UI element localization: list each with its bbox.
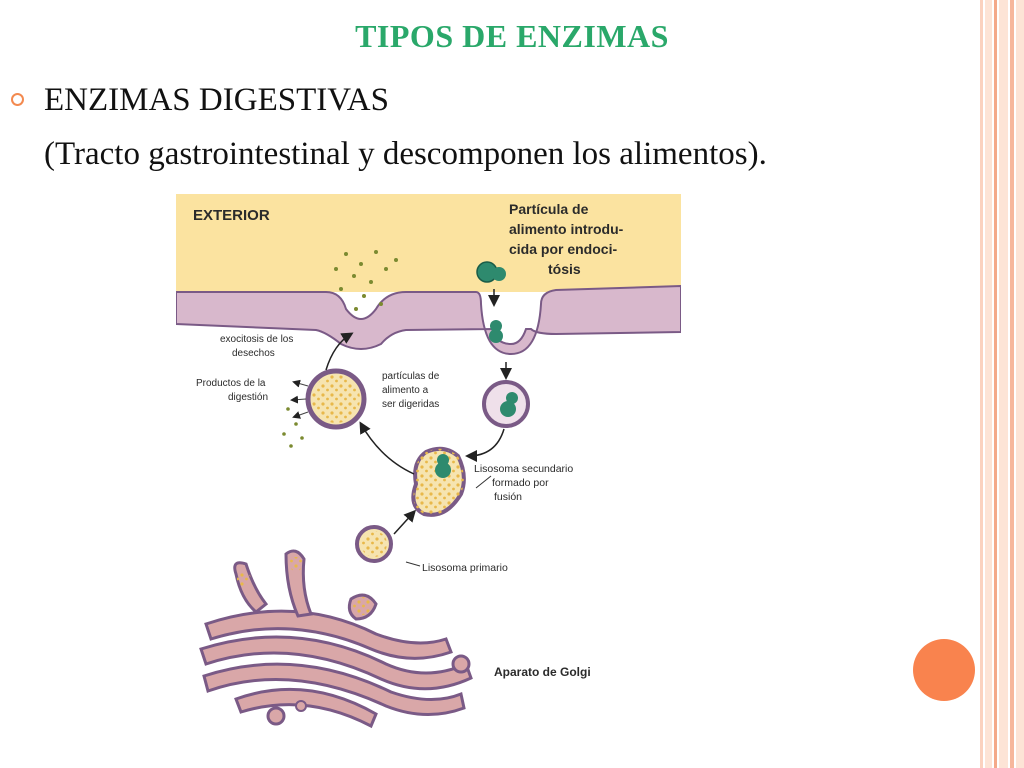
label-food-3: ser digeridas: [382, 399, 439, 410]
secondary-lysosome: [411, 446, 466, 517]
label-golgi: Aparato de Golgi: [494, 665, 591, 679]
bullet-heading: ENZIMAS DIGESTIVAS: [44, 82, 389, 118]
label-secondary-3: fusión: [494, 491, 522, 503]
label-particle-3: cida por endoci-: [509, 241, 617, 257]
golgi-apparatus: [199, 549, 473, 729]
label-particle-4: tósis: [548, 261, 581, 277]
endosome: [482, 380, 530, 428]
label-exterior: EXTERIOR: [193, 207, 270, 224]
label-food-1: partículas de: [382, 371, 440, 382]
label-secondary-1: Lisosoma secundario: [474, 463, 573, 475]
slide-title: TIPOS DE ENZIMAS: [355, 18, 669, 54]
product-dots: [282, 407, 304, 448]
label-particle-2: alimento introdu-: [509, 221, 624, 237]
label-exocytosis-2: desechos: [232, 348, 275, 359]
label-secondary-2: formado por: [492, 477, 549, 489]
debris-dots: [334, 250, 398, 311]
label-food-2: alimento a: [382, 385, 429, 396]
lysosome-diagram: EXTERIOR Partícula de alimento introdu- …: [176, 194, 681, 729]
label-particle-1: Partícula de: [509, 201, 589, 217]
label-products-2: digestión: [228, 392, 268, 403]
primary-lysosome: [355, 525, 393, 563]
label-products-1: Productos de la: [196, 378, 266, 389]
bullet-detail: (Tracto gastrointestinal y descomponen l…: [44, 136, 767, 172]
decorative-stripes: [980, 0, 1024, 768]
digestion-vesicle: [305, 368, 367, 430]
decorative-circle: [913, 639, 975, 701]
exterior-region: [176, 194, 681, 292]
bullet-circle-icon: [11, 93, 24, 106]
label-primary: Lisosoma primario: [422, 562, 508, 574]
label-exocytosis-1: exocitosis de los: [220, 334, 293, 345]
food-particle: [476, 261, 506, 283]
